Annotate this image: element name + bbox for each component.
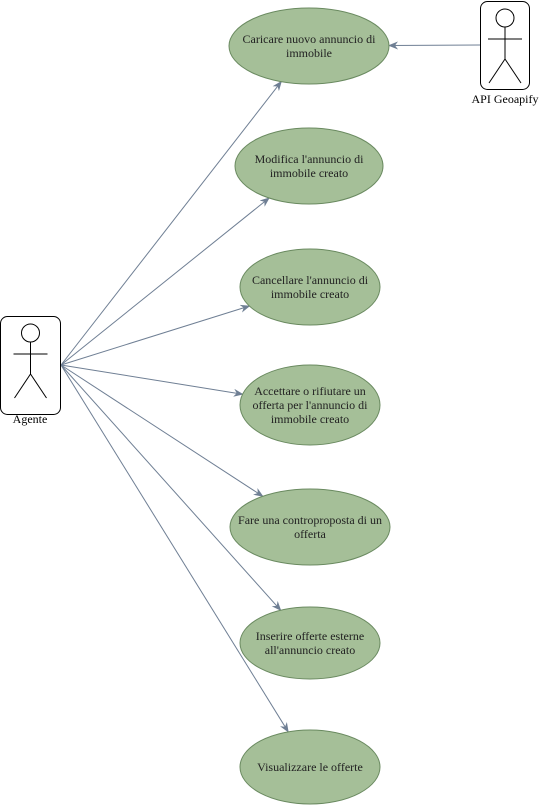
use-case-label-line: immobile	[286, 46, 332, 60]
use-case-label-line: all'annuncio creato	[265, 643, 355, 657]
use-case-label-line: immobile creato	[271, 287, 349, 301]
use-case-ellipse	[239, 606, 381, 680]
association-agente-uc7	[60, 364, 289, 733]
use-case-uc7[interactable]: Visualizzare le offerte	[239, 729, 381, 805]
use-case-label-line: Modifica l'annuncio di	[255, 152, 364, 166]
association-agente-uc4	[60, 364, 244, 397]
stick-figure-icon	[488, 8, 522, 84]
use-case-label-line: offerta	[294, 527, 326, 541]
use-case-ellipse	[239, 248, 381, 326]
association-agente-uc1	[60, 80, 282, 366]
use-case-label-line: Visualizzare le offerte	[257, 760, 363, 774]
use-case-label-line: immobile creato	[270, 166, 348, 180]
use-case-ellipse	[234, 127, 384, 205]
use-case-ellipse	[239, 364, 381, 446]
association-agente-uc2	[60, 197, 270, 366]
stick-figure-icon	[13, 323, 48, 399]
use-case-ellipse	[239, 729, 381, 805]
actor-agente[interactable]: Agente	[0, 316, 61, 427]
actor-api[interactable]: API Geoapify	[472, 1, 539, 107]
use-case-ellipse	[228, 7, 390, 85]
use-case-label-line: Fare una controproposta di un	[238, 513, 382, 527]
association-agente-uc5	[60, 364, 264, 497]
use-case-label-line: Cancellare l'annuncio di	[252, 273, 369, 287]
use-cases: Caricare nuovo annuncio diimmobileModifi…	[228, 7, 391, 805]
use-case-label-line: immobile creato	[271, 412, 349, 426]
associations	[60, 41, 481, 733]
association-api-uc1	[388, 41, 481, 50]
actor-label: Agente	[13, 412, 48, 426]
use-case-label-line: Inserire offerte esterne	[256, 629, 364, 643]
use-case-label-line: Caricare nuovo annuncio di	[243, 32, 377, 46]
association-agente-uc3	[60, 304, 251, 366]
actor-label: API Geoapify	[472, 92, 539, 106]
use-case-ellipse	[229, 488, 391, 566]
actors: Agente API Geoapify	[0, 1, 539, 427]
use-case-label-line: Accettare o rifiutare un	[254, 384, 366, 398]
use-case-label-line: offerta per l'annuncio di	[253, 398, 369, 412]
association-agente-uc6	[60, 364, 282, 612]
